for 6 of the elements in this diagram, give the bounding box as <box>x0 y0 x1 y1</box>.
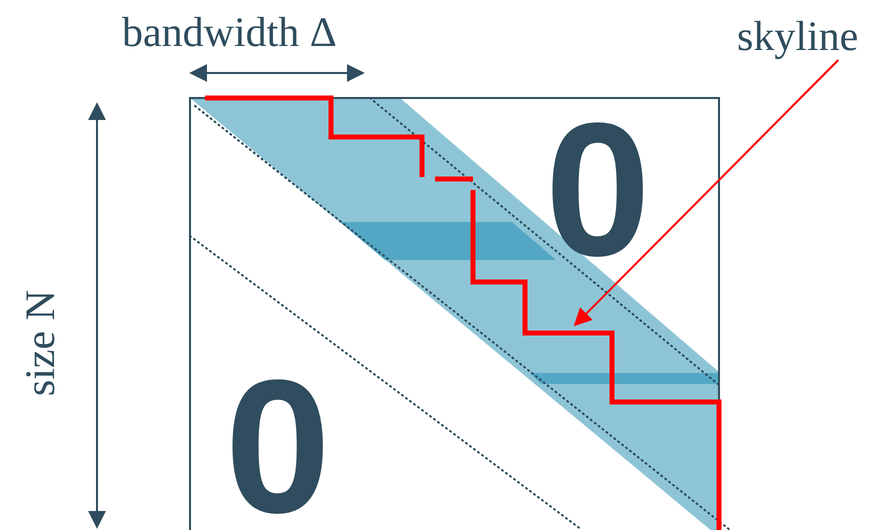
callout-label: skyline <box>737 16 858 58</box>
zero-label: 0 <box>545 95 651 285</box>
zero-label: 0 <box>225 352 331 530</box>
dimension-label: bandwidth Δ <box>122 12 337 54</box>
dimension-label: size N <box>20 290 62 396</box>
leader-line <box>574 59 840 326</box>
